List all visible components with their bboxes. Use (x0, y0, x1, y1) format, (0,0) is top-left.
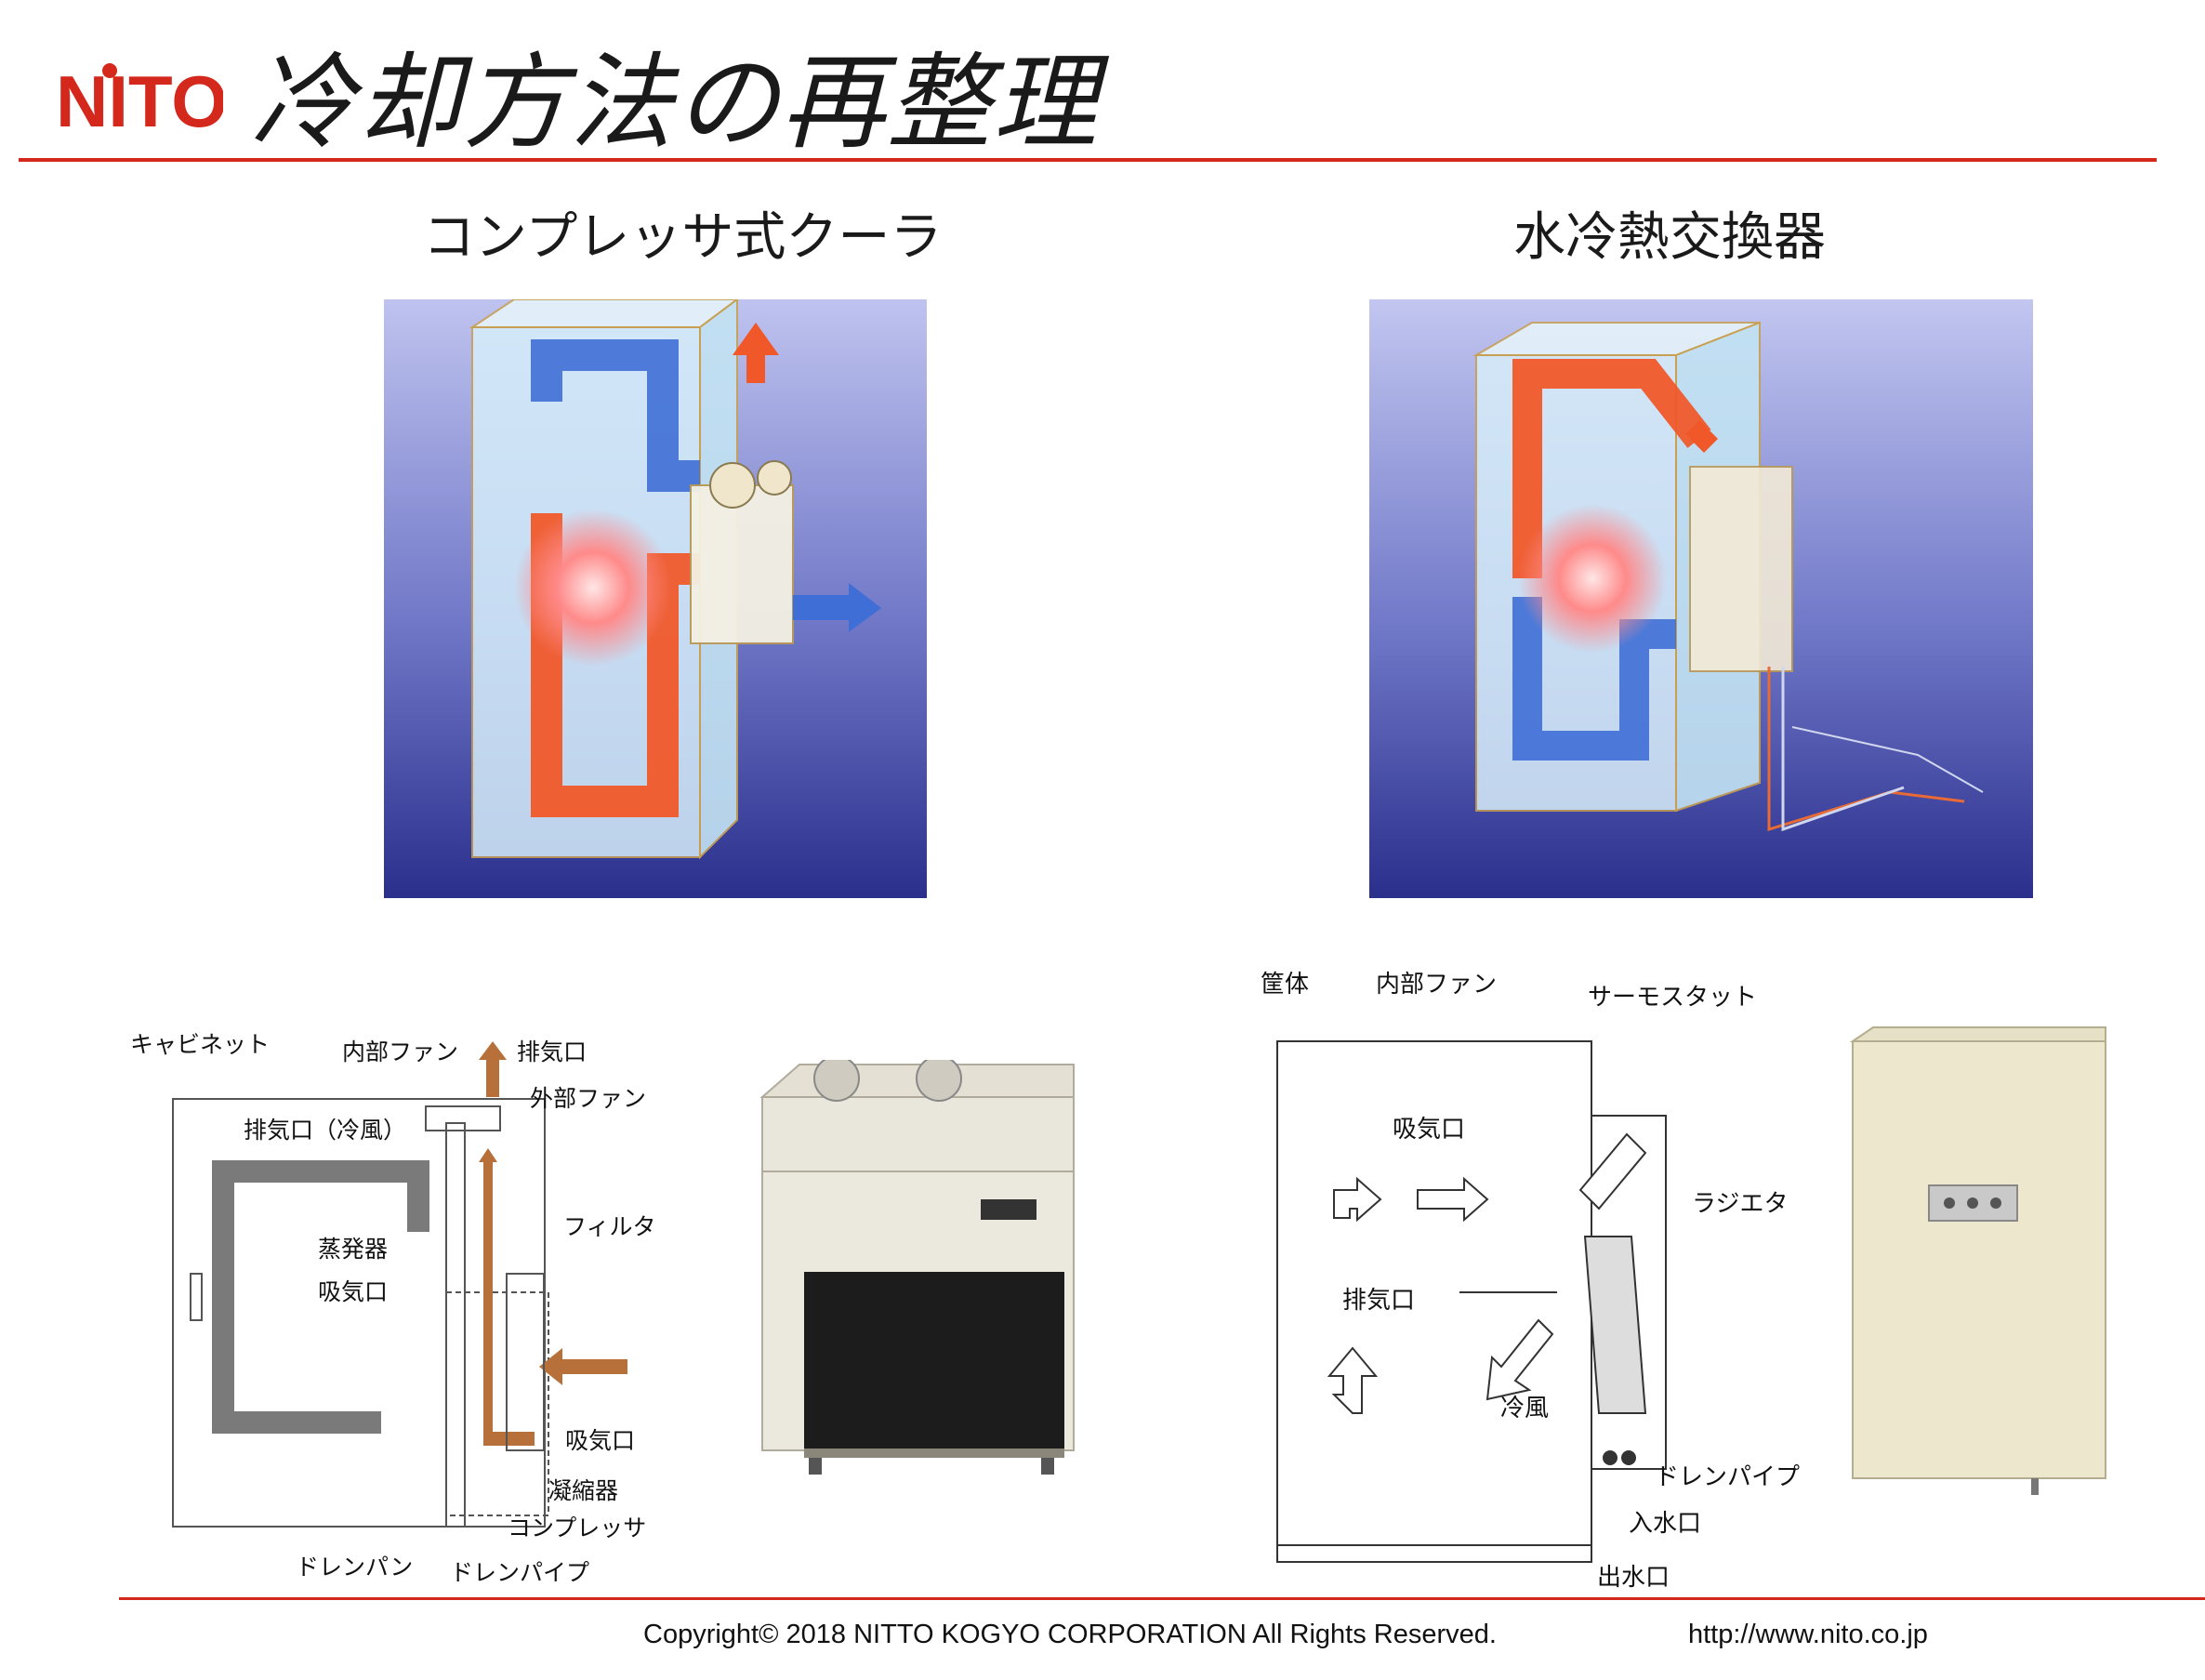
logo-text: NITO (56, 63, 223, 138)
label-exhaust-top: 排気口 (517, 1038, 588, 1065)
compressor-cooler-render (384, 298, 927, 898)
label-drain-pipe: ドレンパイプ (450, 1559, 590, 1586)
label-drain-pan: ドレンパン (296, 1554, 414, 1581)
label-internal-fan: 内部ファン (342, 1038, 459, 1065)
compressor-cooler-photo (753, 1055, 1088, 1497)
label-radiator: ラジエタ (1692, 1190, 1789, 1218)
label-condenser: 凝縮器 (548, 1477, 619, 1504)
label-internal-fan-right: 内部ファン (1376, 971, 1498, 999)
label-external-fan: 外部ファン (530, 1085, 647, 1112)
footer-copyright: Copyright© 2018 NITTO KOGYO CORPORATION … (643, 1620, 1497, 1649)
water-exchanger-photo (1845, 1023, 2115, 1497)
label-water-out: 出水口 (1597, 1564, 1670, 1592)
label-thermostat: サーモスタット (1588, 984, 1758, 1012)
label-cabinet: キャビネット (130, 1031, 271, 1058)
label-filter: フィルタ (563, 1213, 656, 1240)
footer-divider (119, 1597, 2205, 1600)
label-cold-air: 冷風 (1500, 1395, 1550, 1422)
label-exhaust-right: 排気口 (1342, 1287, 1416, 1315)
water-exchanger-schematic (1264, 1023, 1785, 1571)
header-divider (19, 158, 2157, 162)
nito-logo: NITO (56, 60, 228, 142)
section-title-compressor: コンプレッサ式クーラ (423, 207, 943, 268)
label-housing: 筐体 (1261, 971, 1310, 999)
label-intake-right: 吸気口 (1393, 1116, 1466, 1144)
label-intake-inner: 吸気口 (318, 1278, 389, 1305)
label-compressor: コンプレッサ (508, 1515, 647, 1541)
page-title: 冷却方法の再整理 (251, 43, 1099, 164)
footer-url[interactable]: http://www.nito.co.jp (1688, 1620, 1928, 1649)
label-evaporator: 蒸発器 (318, 1236, 389, 1263)
label-drain-pipe-right: ドレンパイプ (1655, 1463, 1801, 1491)
compressor-schematic (167, 1023, 651, 1543)
label-intake-outer: 吸気口 (565, 1427, 636, 1454)
label-exhaust-cold: 排気口（冷風） (244, 1117, 407, 1144)
label-water-in: 入水口 (1629, 1510, 1702, 1538)
water-exchanger-render (1369, 299, 2033, 898)
section-title-water: 水冷熱交換器 (1513, 207, 1826, 268)
